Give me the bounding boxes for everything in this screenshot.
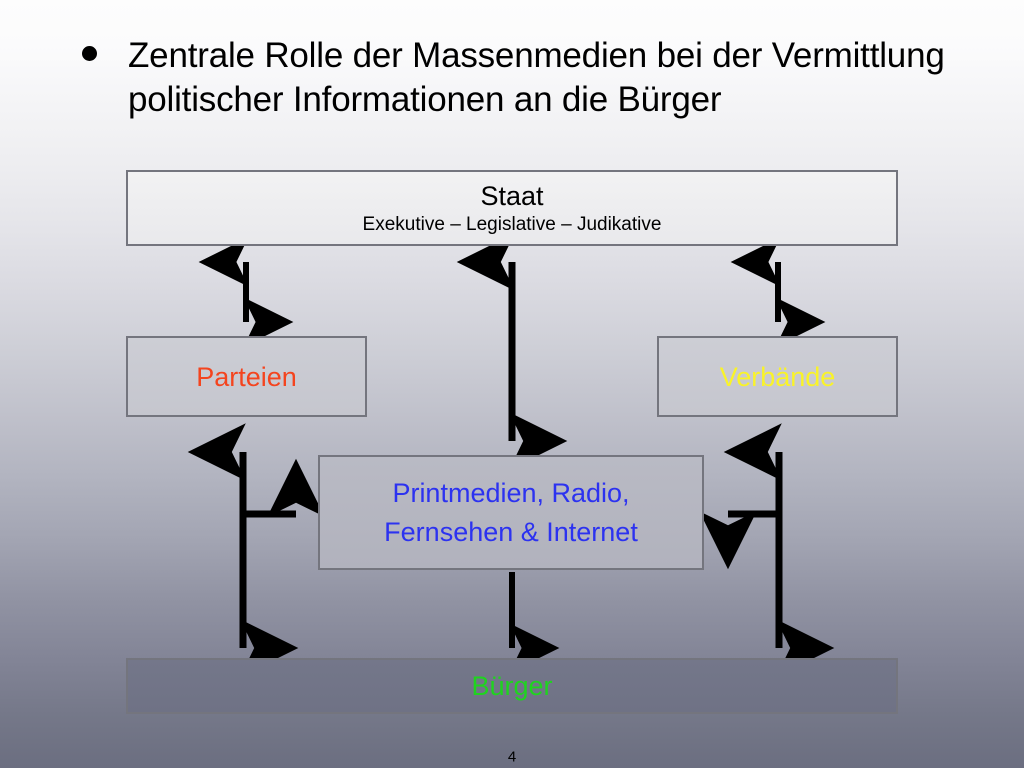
- page-number: 4: [507, 748, 517, 766]
- node-buerger-title: Bürger: [471, 671, 553, 701]
- node-staat-title: Staat: [480, 180, 544, 211]
- bullet-point-icon: [82, 46, 97, 61]
- node-medien-line1: Printmedien, Radio,: [392, 477, 630, 508]
- diagram-node-medien[interactable]: Printmedien, Radio, Fernsehen & Internet: [318, 455, 704, 570]
- node-staat-subtitle: Exekutive – Legislative – Judikative: [362, 213, 662, 235]
- node-parteien-title: Parteien: [196, 361, 297, 392]
- node-medien-line2: Fernsehen & Internet: [384, 516, 638, 547]
- node-verbaende-title: Verbände: [719, 361, 836, 392]
- diagram-node-staat[interactable]: Staat Exekutive – Legislative – Judikati…: [126, 170, 898, 246]
- diagram-node-verbaende[interactable]: Verbände: [657, 336, 898, 417]
- diagram-node-buerger[interactable]: Bürger: [126, 658, 898, 714]
- diagram-node-parteien[interactable]: Parteien: [126, 336, 367, 417]
- page-title: Zentrale Rolle der Massenmedien bei der …: [128, 36, 945, 119]
